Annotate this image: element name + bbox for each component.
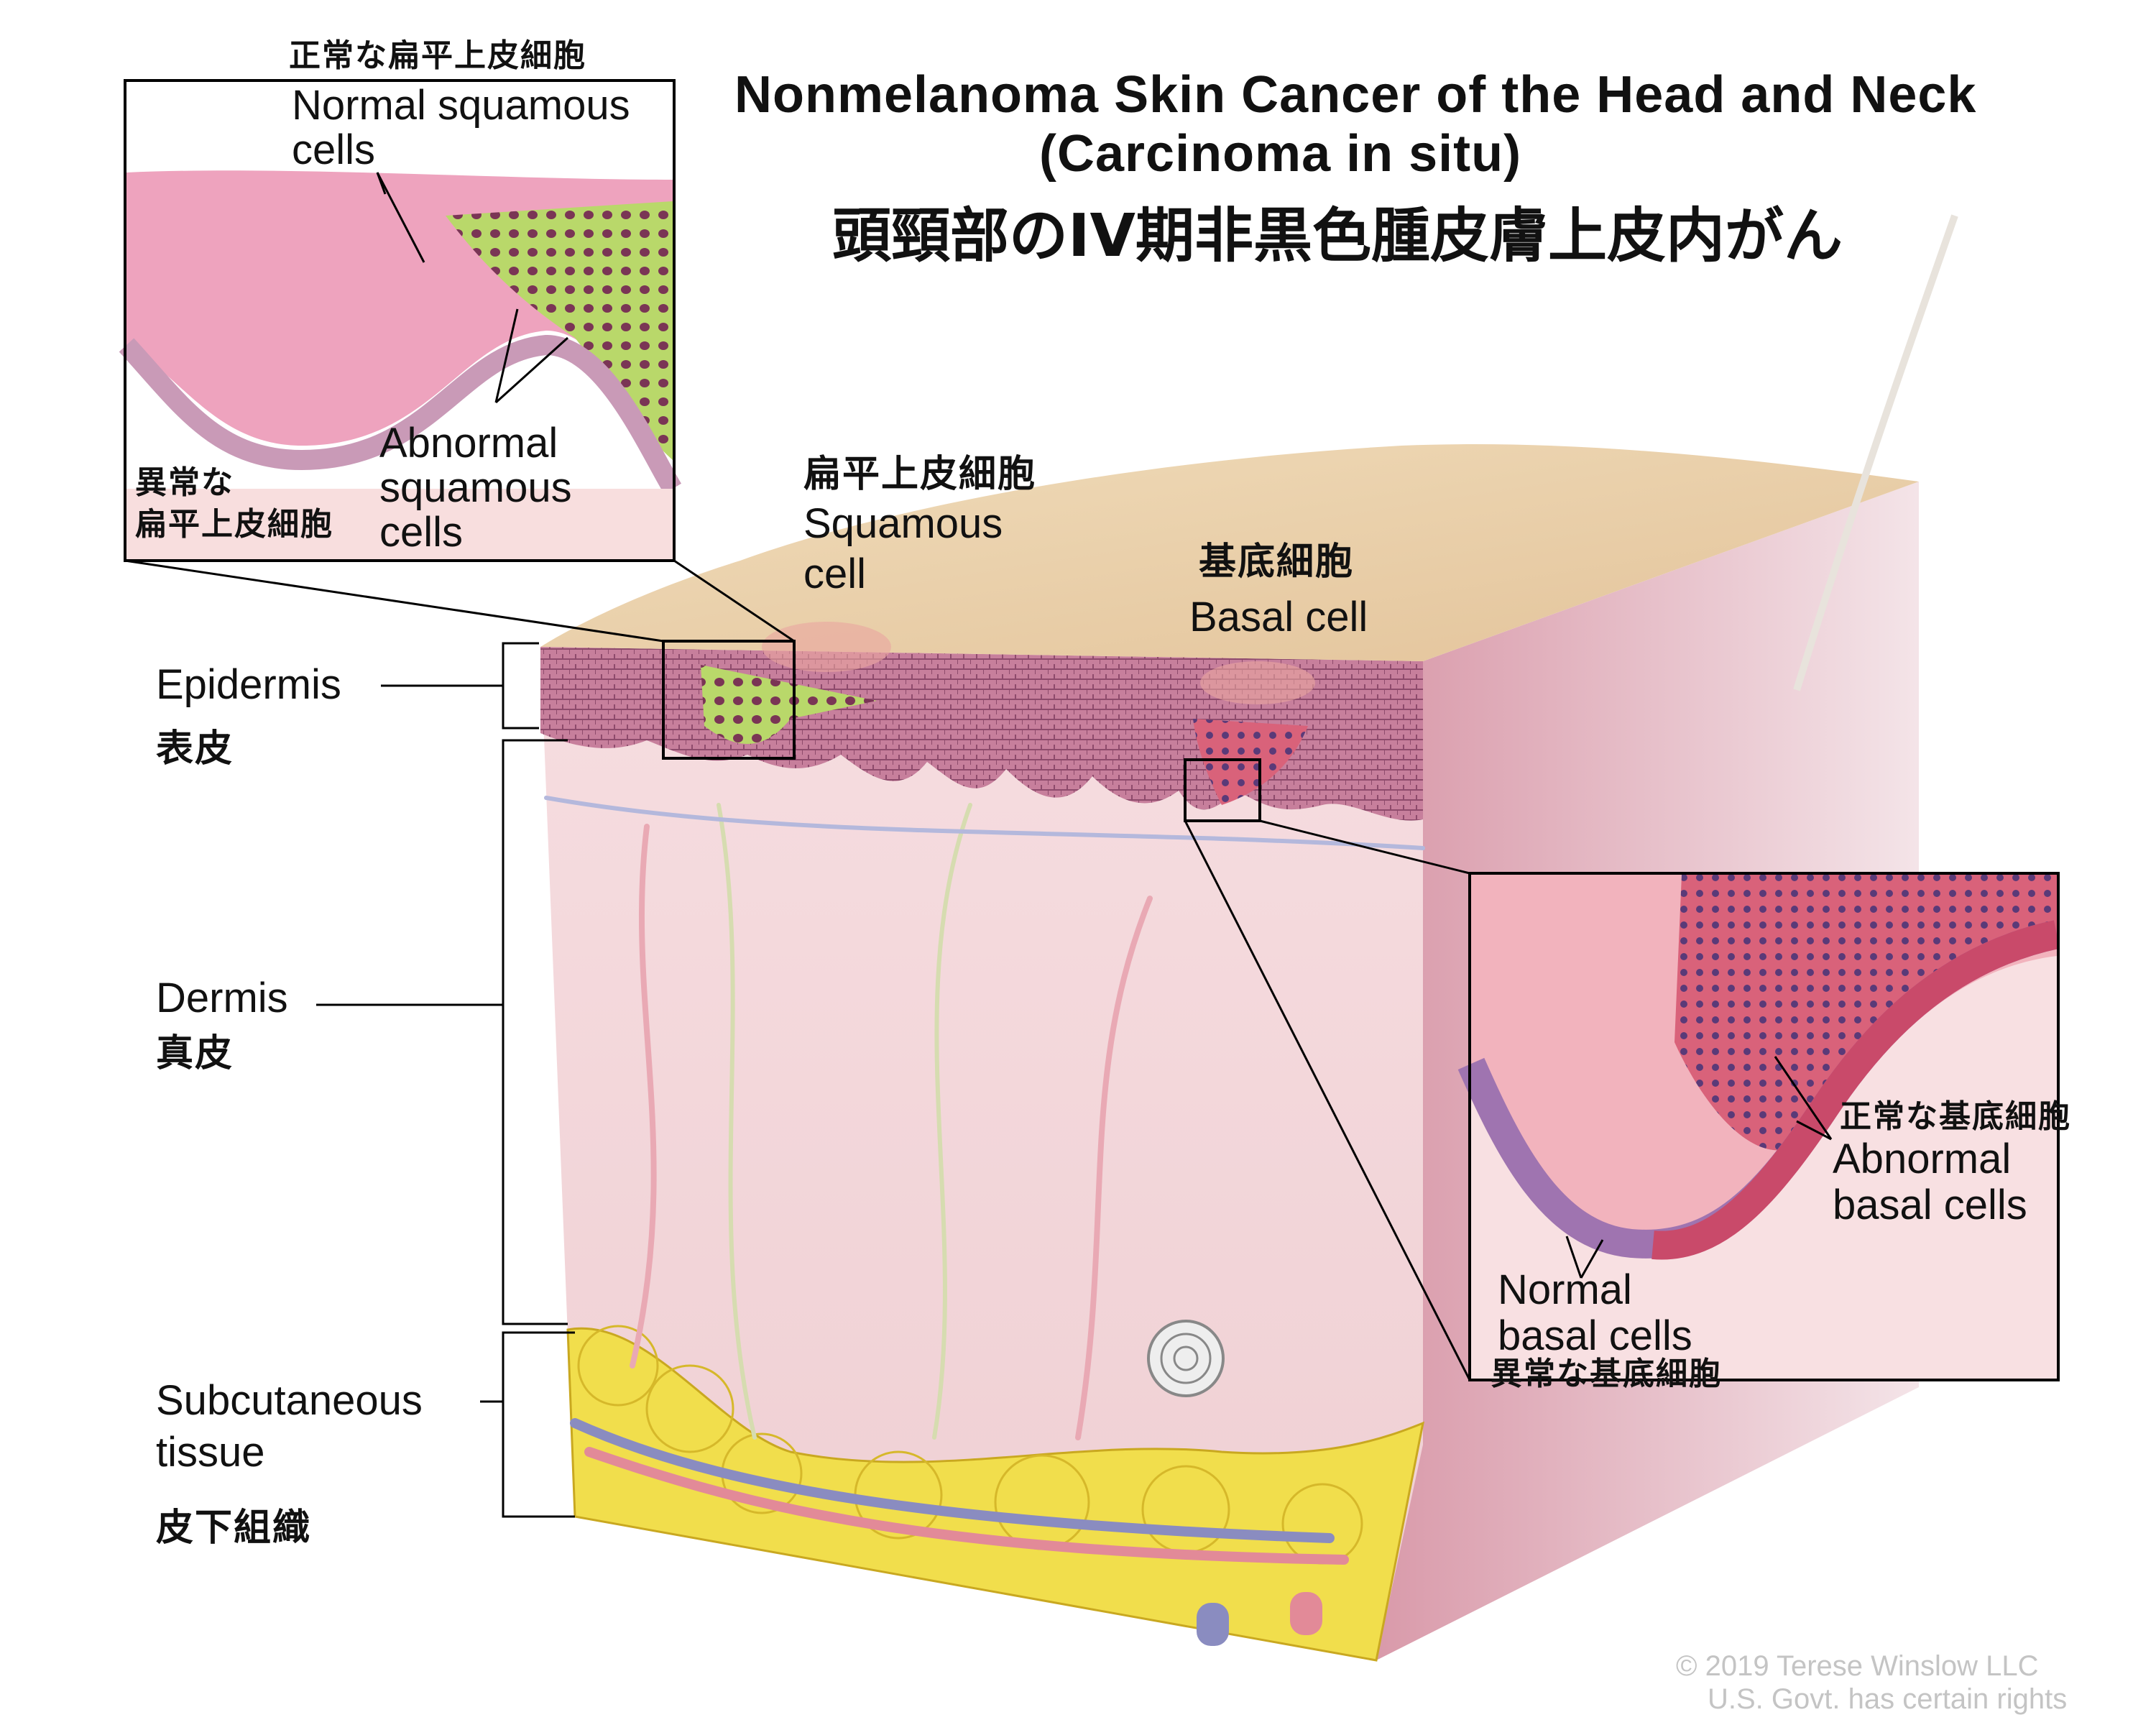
abnormal-squamous-jp-label-1: 異常な — [135, 464, 234, 501]
copyright-line-2: U.S. Govt. has certain rights — [1708, 1683, 2068, 1715]
normal-basal-jp-label: 異常な基底細胞 — [1491, 1356, 1722, 1392]
basal-cell-label: Basal cell — [1189, 594, 1368, 640]
squamous-lesion-surface — [762, 622, 891, 672]
skin-surface — [540, 444, 1919, 661]
normal-basal-label-1: Normal — [1498, 1266, 1632, 1313]
abnormal-squamous-label-1: Abnormal — [379, 420, 558, 466]
abnormal-basal-label-1: Abnormal — [1833, 1136, 2012, 1182]
abnormal-squamous-patch — [701, 665, 877, 744]
title-japanese: 頭頸部のIV期非黒色腫皮膚上皮内がん — [832, 202, 1843, 270]
pacinian-corpuscle — [1147, 1320, 1225, 1397]
abnormal-squamous-label-2: squamous — [379, 464, 572, 511]
squamous-zoom-box — [662, 640, 796, 760]
normal-squamous-label-1: Normal squamous — [292, 82, 630, 129]
normal-squamous-jp-label: 正常な扁平上皮細胞 — [289, 37, 586, 74]
squamous-cell-label-1: Squamous — [803, 500, 1003, 547]
dermis-label: Dermis — [156, 975, 288, 1021]
epidermis-jp-label: 表皮 — [156, 727, 234, 770]
basal-lesion-surface — [1200, 661, 1315, 704]
leader-lines — [124, 559, 1471, 1381]
squamous-inset — [119, 79, 682, 562]
abnormal-basal-label-2: basal cells — [1833, 1182, 2027, 1228]
squamous-cell-jp-label: 扁平上皮細胞 — [803, 453, 1037, 496]
epidermis-label: Epidermis — [156, 661, 341, 708]
copyright-line-1: © 2019 Terese Winslow LLC — [1676, 1650, 2039, 1682]
basal-cell-jp-label: 基底細胞 — [1199, 540, 1355, 584]
abnormal-basal-jp-label: 正常な基底細胞 — [1840, 1098, 2071, 1135]
artery-end — [1290, 1592, 1322, 1635]
hair — [1793, 214, 1958, 691]
basal-inset — [1457, 872, 2060, 1381]
title-line-2: (Carcinoma in situ) — [1039, 125, 1522, 183]
abnormal-squamous-jp-label-2: 扁平上皮細胞 — [135, 506, 333, 543]
abnormal-squamous-label-3: cells — [379, 509, 464, 556]
vein-end — [1197, 1603, 1229, 1646]
squamous-cell-label-2: cell — [803, 551, 867, 597]
subcutaneous-jp-label: 皮下組織 — [156, 1506, 312, 1550]
subcutaneous-label-2: tissue — [156, 1429, 265, 1476]
layer-brackets — [316, 642, 575, 1518]
blood-vessels — [544, 796, 1425, 1565]
basal-zoom-box — [1184, 758, 1261, 822]
subcutaneous-label-1: Subcutaneous — [156, 1377, 423, 1424]
abnormal-basal-patch — [1193, 719, 1308, 805]
normal-squamous-label-2: cells — [292, 126, 376, 173]
title-line-1: Nonmelanoma Skin Cancer of the Head and … — [734, 66, 1977, 124]
dermis-layer — [540, 647, 1423, 1660]
normal-basal-label-2: basal cells — [1498, 1312, 1692, 1359]
dermis-jp-label: 真皮 — [156, 1032, 234, 1075]
